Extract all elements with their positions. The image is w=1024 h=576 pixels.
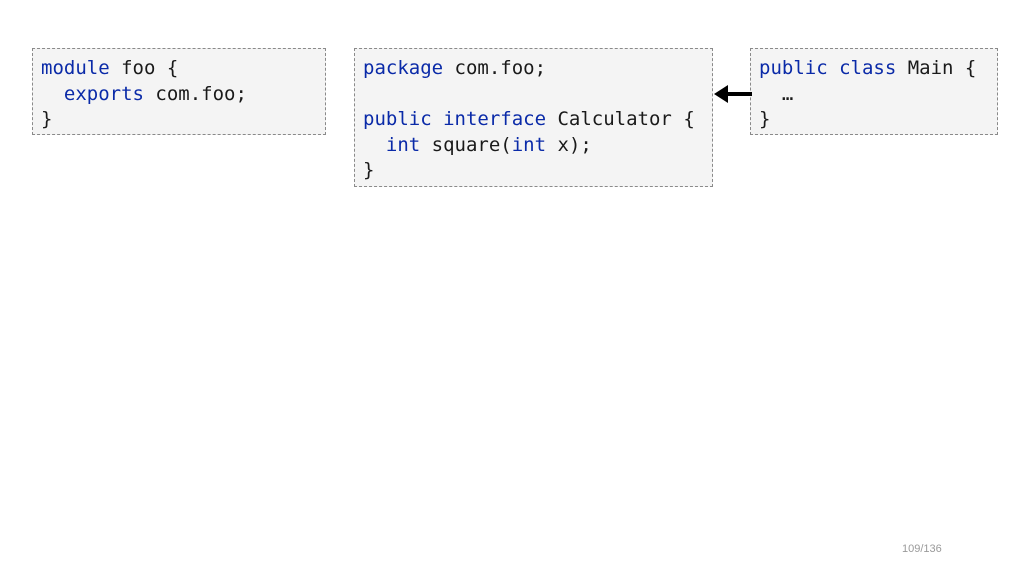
- code-keyword: module: [41, 57, 110, 79]
- code-keyword: exports: [63, 82, 144, 105]
- code-line: public class Main {: [759, 56, 989, 82]
- code-keyword: interface: [443, 108, 547, 130]
- code-text: }: [41, 108, 53, 130]
- code-line: int square(int x);: [363, 133, 704, 159]
- code-text: com.foo;: [143, 82, 247, 105]
- code-text: Calculator {: [546, 108, 695, 130]
- code-text: x);: [546, 133, 592, 156]
- module-foo-code: module foo { exports com.foo;}: [41, 56, 317, 133]
- code-line: }: [363, 158, 704, 184]
- code-line: }: [759, 107, 989, 133]
- code-keyword: int: [385, 133, 421, 156]
- code-keyword: class: [839, 57, 897, 79]
- code-text: [828, 57, 839, 79]
- code-keyword: public: [759, 57, 828, 79]
- code-text: foo {: [109, 57, 179, 79]
- calculator-interface-code-box: package com.foo; public interface Calcul…: [354, 48, 713, 187]
- code-text: Main {: [896, 57, 977, 79]
- code-text: [41, 83, 64, 105]
- code-line: public interface Calculator {: [363, 107, 704, 133]
- code-text: [363, 134, 386, 156]
- main-class-code: public class Main { …}: [759, 56, 989, 133]
- code-text: [432, 108, 443, 130]
- arrow-head: [714, 85, 728, 103]
- code-text: [363, 83, 374, 105]
- code-line: …: [759, 82, 989, 108]
- code-text: }: [759, 108, 771, 130]
- code-keyword: int: [511, 133, 547, 156]
- code-line: exports com.foo;: [41, 82, 317, 108]
- code-text: …: [759, 82, 794, 105]
- code-text: com.foo;: [443, 57, 547, 79]
- module-foo-code-box: module foo { exports com.foo;}: [32, 48, 326, 135]
- code-keyword: package: [363, 57, 444, 79]
- code-text: }: [363, 159, 375, 181]
- calculator-interface-code: package com.foo; public interface Calcul…: [363, 56, 704, 184]
- dependency-arrow-icon: [714, 85, 752, 103]
- page-number: 109/136: [902, 543, 942, 555]
- main-class-code-box: public class Main { …}: [750, 48, 998, 135]
- code-line: module foo {: [41, 56, 317, 82]
- code-line: }: [41, 107, 317, 133]
- code-line: package com.foo;: [363, 56, 704, 82]
- code-line: [363, 82, 704, 108]
- code-text: square(: [420, 133, 512, 156]
- code-keyword: public: [363, 108, 432, 130]
